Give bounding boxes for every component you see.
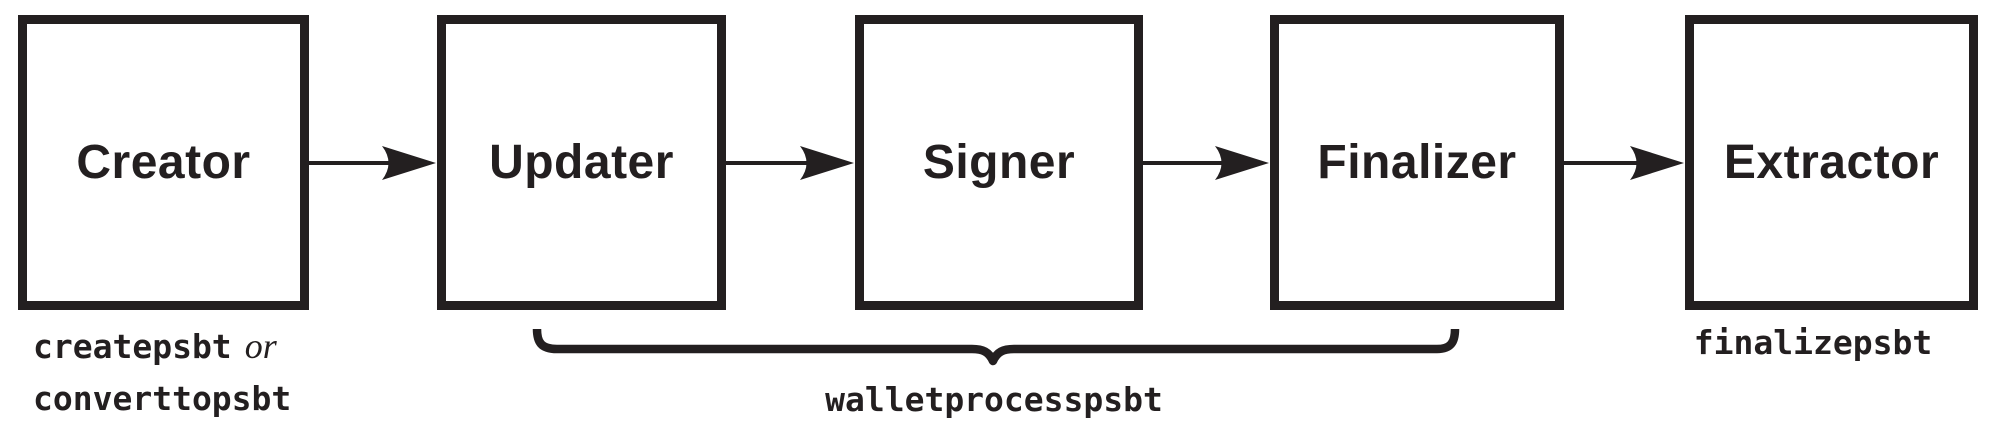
flow-box-creator-label: Creator	[76, 136, 251, 189]
arrow-creator-to-updater	[309, 146, 436, 180]
creator-caption-line-1: createpsbt or	[33, 324, 291, 376]
finalizepsbt-command: finalizepsbt	[1693, 323, 1933, 362]
flow-box-extractor-label: Extractor	[1723, 136, 1940, 189]
walletprocesspsbt-command: walletprocesspsbt	[825, 380, 1163, 419]
flow-box-updater-label: Updater	[489, 136, 674, 189]
arrow-updater-to-signer	[726, 146, 854, 180]
converttopsbt-command: converttopsbt	[33, 379, 292, 418]
flow-box-extractor: Extractor	[1685, 15, 1978, 310]
arrow-signer-to-finalizer	[1143, 146, 1269, 180]
flow-box-finalizer-label: Finalizer	[1317, 136, 1517, 189]
createpsbt-command: createpsbt	[33, 327, 232, 366]
flow-box-finalizer: Finalizer	[1270, 15, 1564, 310]
walletprocesspsbt-brace	[532, 328, 1460, 366]
arrow-finalizer-to-extractor	[1564, 146, 1684, 180]
flow-box-creator: Creator	[18, 15, 309, 310]
creator-caption: createpsbt or converttopsbt	[33, 324, 291, 428]
or-conjunction: or	[244, 326, 277, 366]
flow-box-signer-label: Signer	[922, 136, 1076, 189]
flow-box-signer: Signer	[855, 15, 1143, 310]
finalizepsbt-caption: finalizepsbt	[1667, 323, 1959, 362]
walletprocesspsbt-caption: walletprocesspsbt	[533, 380, 1455, 419]
flow-box-updater: Updater	[437, 15, 726, 310]
creator-caption-line-2: converttopsbt	[33, 376, 291, 428]
